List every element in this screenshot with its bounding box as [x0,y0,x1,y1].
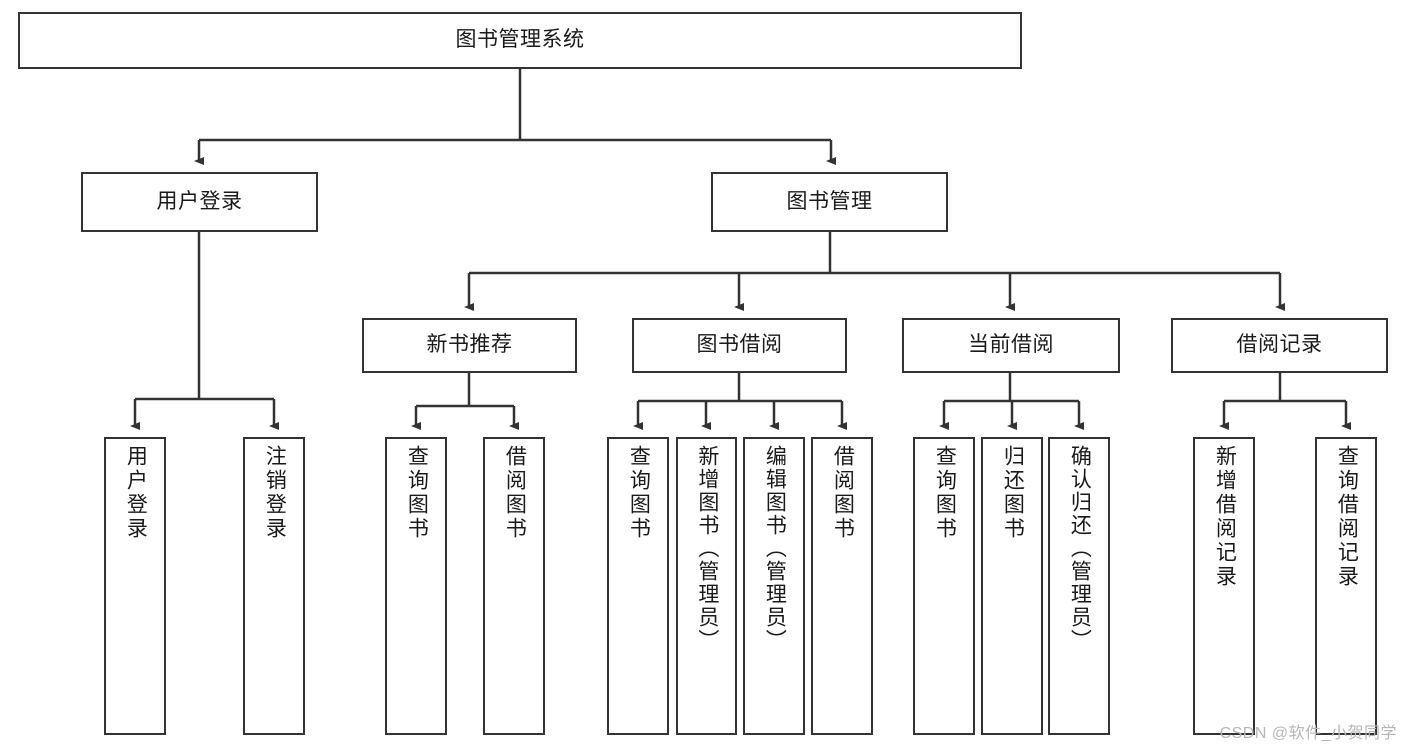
node-leaf-query-book-rec[interactable]: 查询图书 [385,437,447,735]
node-leaf-add-record-label: 新增借阅记录 [1213,445,1237,589]
node-leaf-add-record[interactable]: 新增借阅记录 [1193,437,1255,735]
node-current-borrow-label: 当前借阅 [968,333,1054,357]
node-leaf-query-book[interactable]: 查询图书 [607,437,669,735]
node-leaf-query-book-rec-label: 查询图书 [405,445,429,541]
node-leaf-borrow-book-rec[interactable]: 借阅图书 [483,437,545,735]
node-new-book-rec-label: 新书推荐 [426,333,513,357]
node-root[interactable]: 图书管理系统 [18,12,1022,69]
node-leaf-borrow-book[interactable]: 借阅图书 [811,437,873,735]
node-current-borrow[interactable]: 当前借阅 [902,318,1120,373]
node-leaf-confirm-return[interactable]: 确认归还（管理员） [1048,437,1110,735]
node-leaf-user-login[interactable]: 用户登录 [104,437,166,735]
node-leaf-query-book-cur-label: 查询图书 [933,445,957,541]
node-leaf-add-book[interactable]: 新增图书（管理员） [676,437,737,735]
node-leaf-confirm-return-label: 确认归还（管理员） [1068,445,1092,652]
node-leaf-edit-book[interactable]: 编辑图书（管理员） [743,437,805,735]
node-leaf-query-book-cur[interactable]: 查询图书 [913,437,975,735]
node-leaf-logout[interactable]: 注销登录 [243,437,305,735]
node-leaf-add-book-label: 新增图书（管理员） [695,445,719,652]
node-book-manage[interactable]: 图书管理 [711,172,948,232]
node-leaf-user-login-label: 用户登录 [124,445,148,541]
node-leaf-edit-book-label: 编辑图书（管理员） [763,445,787,652]
node-borrow-record[interactable]: 借阅记录 [1171,318,1388,373]
node-leaf-return-book-label: 归还图书 [1001,445,1025,541]
node-book-manage-label: 图书管理 [786,189,873,213]
node-user-login[interactable]: 用户登录 [81,172,318,232]
node-new-book-rec[interactable]: 新书推荐 [362,318,577,373]
node-leaf-query-record-label: 查询借阅记录 [1335,445,1359,589]
node-leaf-borrow-book-rec-label: 借阅图书 [503,445,527,541]
node-book-borrow[interactable]: 图书借阅 [632,318,847,373]
node-leaf-borrow-book-label: 借阅图书 [831,445,855,541]
node-book-borrow-label: 图书借阅 [696,333,783,357]
node-user-login-label: 用户登录 [156,189,243,213]
node-leaf-query-record[interactable]: 查询借阅记录 [1315,437,1377,735]
node-leaf-logout-label: 注销登录 [263,445,287,541]
node-leaf-query-book-label: 查询图书 [627,445,651,541]
csdn-watermark: CSDN @软件_小贺同学 [1219,725,1397,742]
node-leaf-return-book[interactable]: 归还图书 [981,437,1043,735]
node-root-label: 图书管理系统 [455,28,585,52]
node-borrow-record-label: 借阅记录 [1236,333,1323,357]
